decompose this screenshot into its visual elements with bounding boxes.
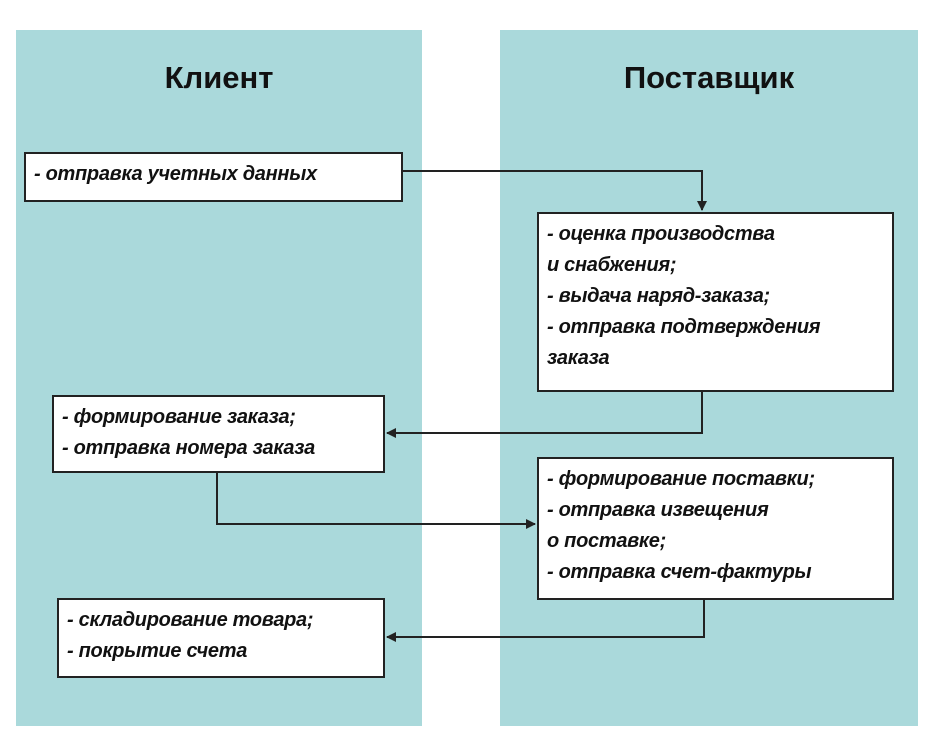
step-line: - формирование заказа; bbox=[62, 406, 296, 428]
supplier-step-order-confirmation: - оценка производства и снабжения; - выд… bbox=[537, 212, 894, 392]
step-line: - отправка извещения bbox=[547, 499, 769, 521]
step-line: - отправка номера заказа bbox=[62, 437, 315, 459]
step-line: и снабжения; bbox=[547, 254, 677, 276]
step-line: - отправка учетных данных bbox=[34, 163, 317, 185]
step-line: заказа bbox=[547, 347, 610, 369]
client-step-send-credentials: - отправка учетных данных bbox=[24, 152, 403, 202]
supplier-step-delivery: - формирование поставки; - отправка изве… bbox=[537, 457, 894, 600]
step-line: - оценка производства bbox=[547, 223, 775, 245]
client-lane-title: Клиент bbox=[164, 60, 274, 95]
step-line: - покрытие счета bbox=[67, 640, 248, 662]
client-step-order-forming: - формирование заказа; - отправка номера… bbox=[52, 395, 385, 473]
step-line: - формирование поставки; bbox=[547, 468, 815, 490]
step-line: - выдача наряд-заказа; bbox=[547, 285, 770, 307]
supplier-lane-title: Поставщик bbox=[623, 60, 795, 95]
step-line: о поставке; bbox=[547, 530, 666, 552]
step-line: - складирование товара; bbox=[67, 609, 314, 631]
client-step-storage-payment: - складирование товара; - покрытие счета bbox=[57, 598, 385, 678]
step-line: - отправка счет-фактуры bbox=[547, 561, 812, 583]
step-line: - отправка подтверждения bbox=[547, 316, 821, 338]
